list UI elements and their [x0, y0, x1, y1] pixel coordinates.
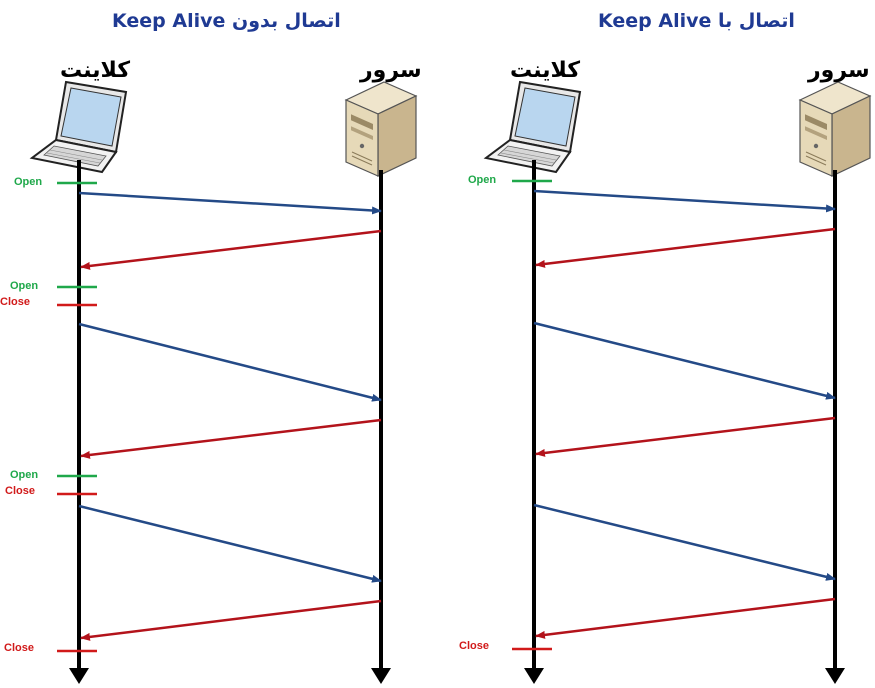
right-request-arrow: [533, 503, 836, 581]
right-open-marker-label: Open: [468, 174, 497, 186]
right-laptop-icon: [483, 80, 582, 174]
left-request-arrow: [78, 504, 382, 583]
right-request-arrow: [533, 189, 836, 213]
left-server-label: سرور: [360, 58, 422, 83]
left-server-lifeline-arrowhead: [371, 668, 391, 684]
left-response-arrow: [80, 229, 382, 270]
left-response-arrow: [80, 599, 382, 641]
right-server-icon: [798, 81, 872, 177]
left-response-arrow: [80, 418, 382, 459]
left-panel-title: اتصال بدون Keep Alive: [112, 10, 341, 32]
right-server-lifeline-arrowhead: [825, 668, 845, 684]
left-close-marker-label: Close: [0, 296, 30, 308]
left-request-arrow: [78, 191, 382, 215]
left-close-marker-label: Close: [4, 642, 34, 654]
right-request-arrow: [533, 321, 836, 400]
right-client-lifeline-arrowhead: [524, 668, 544, 684]
right-server-label: سرور: [808, 58, 870, 83]
right-panel-title: اتصال با Keep Alive: [598, 10, 795, 32]
left-open-marker-label: Open: [14, 176, 43, 188]
right-client-label: کلاینت: [510, 58, 581, 83]
left-server-icon: [344, 81, 418, 177]
left-close-marker-label: Close: [5, 485, 35, 497]
right-close-marker-label: Close: [459, 640, 489, 652]
left-request-arrow: [78, 322, 382, 402]
right-response-arrow: [535, 597, 836, 639]
left-open-marker-label: Open: [10, 469, 39, 481]
right-response-arrow: [535, 416, 836, 457]
right-response-arrow: [535, 227, 836, 268]
left-client-label: کلاینت: [60, 58, 131, 83]
left-open-marker-label: Open: [10, 280, 39, 292]
left-client-lifeline-arrowhead: [69, 668, 89, 684]
left-laptop-icon: [29, 80, 128, 174]
